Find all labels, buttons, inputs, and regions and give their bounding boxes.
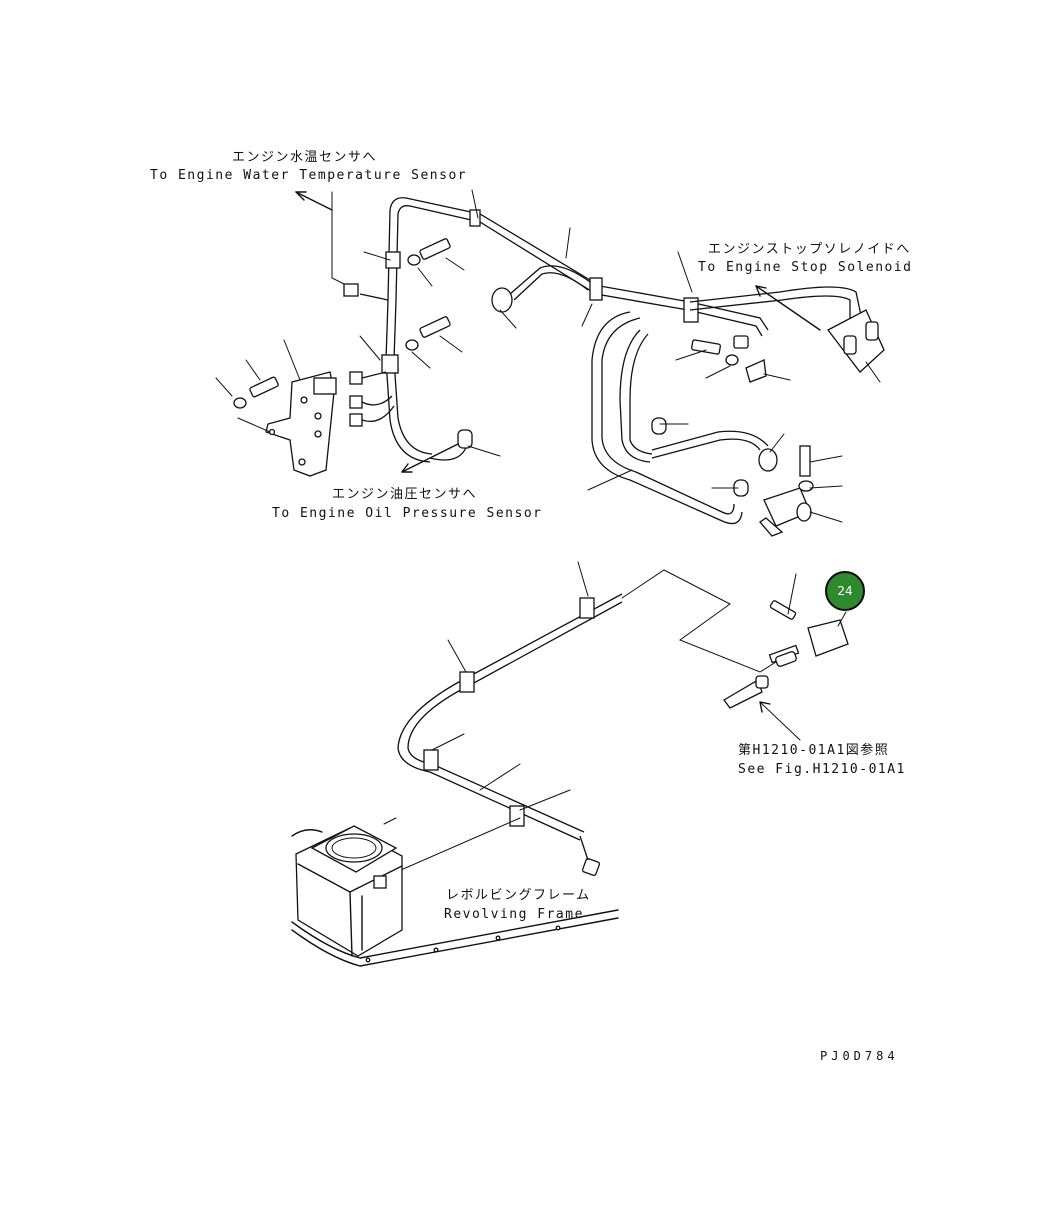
lower-harness — [397, 569, 849, 877]
stop-solenoid-label-jp: エンジンストップソレノイドへ — [708, 242, 911, 257]
see-fig-label-jp: 第H1210-01A1図参照 — [738, 743, 890, 758]
oil-pressure-label-en: To Engine Oil Pressure Sensor — [272, 506, 543, 521]
revolving-frame — [291, 817, 619, 967]
revolving-frame-label-en: Revolving Frame — [444, 907, 584, 922]
see-fig-label-en: See Fig.H1210-01A1 — [738, 762, 906, 777]
revolving-frame-label-jp: レボルビングフレーム — [446, 888, 591, 903]
stop-solenoid-label-en: To Engine Stop Solenoid — [698, 260, 913, 275]
upper-leader-lines — [215, 189, 881, 523]
water-temp-label-en: To Engine Water Temperature Sensor — [150, 168, 468, 183]
oil-pressure-label-jp: エンジン油圧センサへ — [332, 487, 478, 502]
upper-harness — [233, 197, 885, 537]
callout-24-button[interactable]: 24 — [825, 571, 865, 611]
water-temp-label-jp: エンジン水温センサへ — [232, 150, 378, 165]
drawing-code: PJ0D784 — [820, 1049, 899, 1063]
